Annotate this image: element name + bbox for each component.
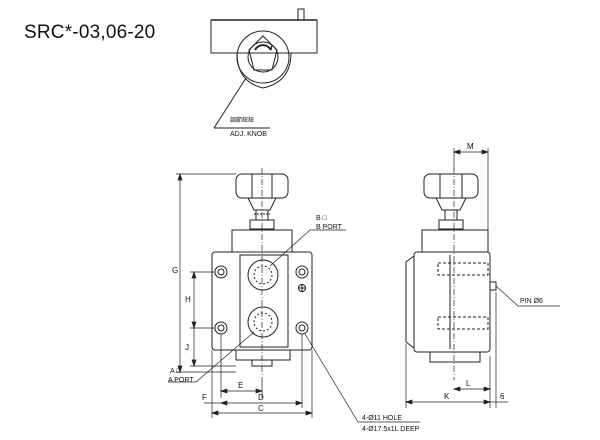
dim-six: 6 (500, 392, 505, 401)
pin-label: PIN Ø6 (520, 298, 543, 305)
a-port-label: A PORT (168, 377, 194, 384)
dim-d: D (258, 393, 264, 402)
side-pin (489, 281, 497, 291)
b-square-label: B □ (316, 215, 328, 222)
dim-m: M (467, 142, 474, 151)
knob-label: ADJ. KNOB (230, 131, 267, 138)
dim-h: H (185, 295, 191, 304)
front-view (211, 168, 313, 380)
front-body-inner (239, 254, 289, 348)
a-port-leader (195, 331, 255, 383)
a-square-label: A □ (170, 368, 181, 375)
b-port-label: B PORT (316, 224, 343, 231)
model-title: SRC*-03,06-20 (24, 22, 156, 43)
hole-label: 4-Ø11 HOLE (362, 415, 402, 422)
hole-leader (304, 333, 359, 423)
side-passage-lower (437, 316, 489, 330)
side-view (405, 168, 497, 380)
dim-j: J (185, 343, 189, 352)
side-neck (421, 229, 489, 253)
dim-c: C (258, 404, 264, 413)
top-view-knob-circle (236, 30, 290, 84)
top-view-pin (297, 8, 305, 21)
dim-g: G (172, 266, 178, 275)
dim-k: K (444, 392, 450, 401)
bolt-hole-bl (214, 321, 228, 335)
top-view-knob-inner (247, 41, 279, 73)
dimension-lines (168, 148, 560, 423)
pin-leader (495, 285, 519, 307)
deep-label: 4-Ø17.5x1L DEEP (362, 426, 420, 433)
front-bottom-cap (235, 349, 291, 361)
knob-leader-line (213, 77, 247, 129)
side-knob-cap (423, 173, 479, 199)
side-passage-upper (437, 262, 489, 276)
dim-e: E (238, 381, 243, 390)
side-stem (444, 209, 458, 221)
a-port-circle (247, 306, 279, 338)
side-body (413, 251, 491, 353)
bolt-hole-br (295, 321, 309, 335)
knob-label-cn: 調節鈕鈕 (230, 116, 254, 124)
top-view (210, 8, 318, 129)
dim-l: L (466, 379, 471, 388)
top-view-knob-lobes (248, 35, 278, 71)
side-locknut (438, 219, 464, 230)
dim-f: F (202, 393, 207, 402)
b-port-circle (247, 259, 279, 291)
bolt-hole-tl (214, 265, 228, 279)
bolt-hole-tr (295, 265, 309, 279)
b-port-leader (269, 229, 311, 267)
